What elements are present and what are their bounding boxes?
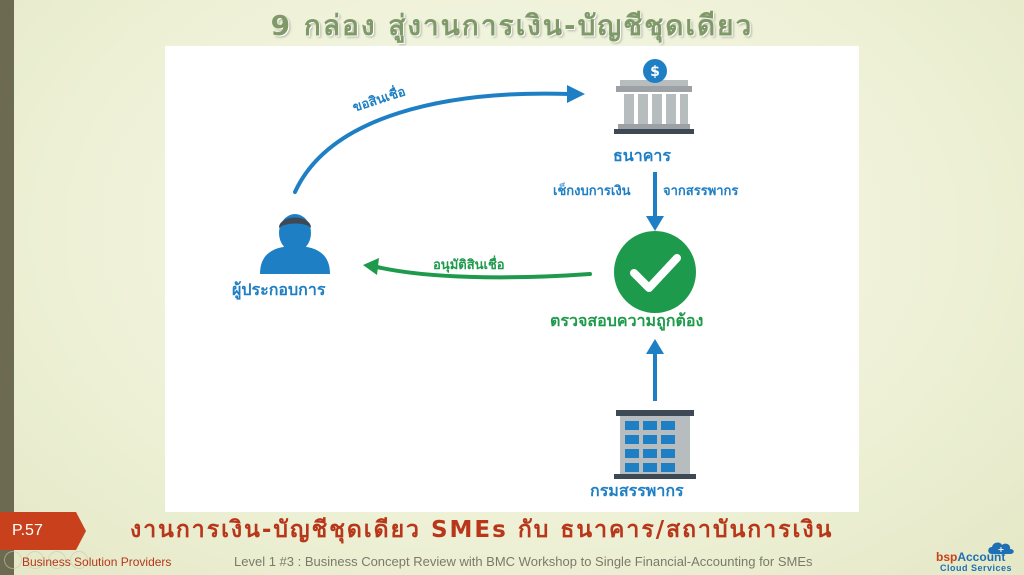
revenue-dept-label: กรมสรรพากร (590, 481, 684, 500)
slide-subtitle: งานการเงิน-บัญชีชุดเดียว SMEs กับ ธนาคาร… (130, 517, 834, 543)
brand-name: bspAccount (936, 550, 1005, 564)
check-circle-icon (614, 231, 696, 313)
verify-label: ตรวจสอบความถูกต้อง (550, 311, 704, 330)
from-revenue-label: จากสรรพากร (663, 184, 739, 199)
svg-text:+: + (998, 545, 1005, 554)
brand-name-account: Account (957, 550, 1006, 564)
brand-name-bsp: bsp (936, 550, 958, 564)
footer-course-info: Level 1 #3 : Business Concept Review wit… (234, 554, 813, 569)
cloud-icon: + (988, 542, 1014, 554)
bank-to-verify-arrow (646, 172, 664, 231)
nav-prev-icon[interactable] (4, 551, 22, 569)
approve-credit-arrow (363, 258, 592, 280)
brand-logo: + bspAccount Cloud Services (936, 540, 1022, 574)
nav-menu-icon[interactable] (26, 551, 44, 569)
entrepreneur-label: ผู้ประกอบการ (232, 280, 326, 299)
slide-title: 9 กล่อง สู่งานการเงิน-บัญชีชุดเดียว (270, 9, 754, 42)
bank-icon: $ (614, 59, 694, 134)
request-credit-arrow (293, 85, 585, 194)
check-statement-label: เช็กงบการเงิน (553, 184, 631, 199)
page-number-tab: P.57 (0, 512, 86, 550)
svg-text:$: $ (650, 64, 660, 80)
page-number: P.57 (12, 522, 43, 539)
diagram-canvas: $ (260, 59, 696, 479)
revenue-to-verify-arrow (646, 339, 664, 401)
approve-credit-label: อนุมัติสินเชื่อ (433, 258, 505, 273)
footer-company: Business Solution Providers (22, 555, 172, 569)
office-building-icon (614, 410, 696, 479)
brand-subtitle: Cloud Services (940, 563, 1013, 573)
slide-nav-controls[interactable] (4, 551, 88, 569)
nav-pen-icon[interactable] (48, 551, 66, 569)
nav-next-icon[interactable] (70, 551, 88, 569)
bank-label: ธนาคาร (613, 146, 671, 165)
diagram-panel: $ (165, 46, 859, 512)
person-icon (260, 214, 330, 274)
left-edge-strip (0, 0, 14, 575)
